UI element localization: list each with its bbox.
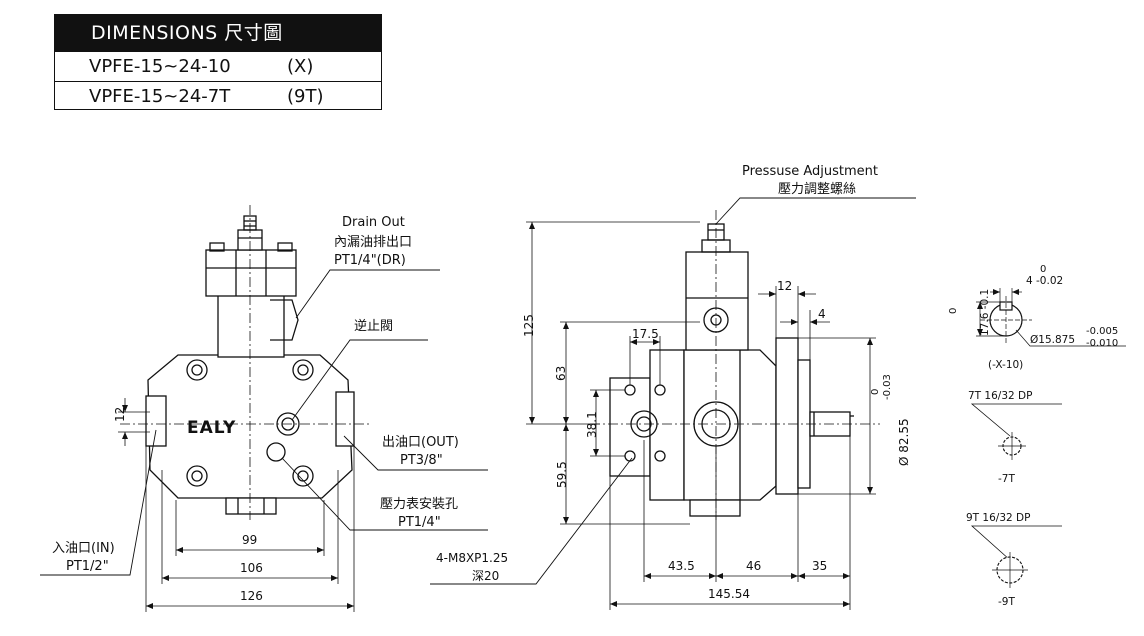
pressure-label-cn: 壓力調整螺絲 [778, 182, 856, 197]
bolt-spec-leader [430, 457, 633, 585]
spline-7t-detail [970, 403, 1062, 460]
inlet-leader [40, 429, 157, 576]
dim-diameter: Ø 82.55 [897, 418, 911, 466]
dim-99: 99 [242, 533, 257, 547]
dim-43-5: 43.5 [668, 559, 695, 573]
key-tol-main: 4 -0.02 [1026, 275, 1063, 287]
pressure-label-en: Pressuse Adjustment [742, 164, 878, 179]
dim-46: 46 [746, 559, 761, 573]
table-row: VPFE-15~24-7T (9T) [55, 81, 381, 111]
dim-12-front: 12 [113, 407, 127, 422]
drain-label-en: Drain Out [342, 215, 405, 230]
gauge-label: 壓力表安裝孔 [380, 497, 458, 512]
outlet-leader [343, 435, 488, 471]
model-code: VPFE-15~24-7T [89, 86, 231, 107]
dimensions-title-table: DIMENSIONS 尺寸圖 VPFE-15~24-10 (X) VPFE-15… [54, 14, 382, 110]
table-header: DIMENSIONS 尺寸圖 [55, 15, 381, 51]
dim-59-5: 59.5 [555, 461, 569, 488]
check-valve-leader [291, 339, 428, 421]
bottom-plug-side [689, 499, 741, 517]
bolt-head [292, 359, 314, 381]
dim-12-side: 12 [777, 279, 792, 293]
dia-tol-upper: -0.005 [1086, 326, 1118, 337]
spline-9t-caption: -9T [998, 596, 1015, 608]
spline-9t-leader [970, 525, 1062, 561]
shaft-diameter: Ø15.875 [1030, 334, 1075, 346]
outlet-spec: PT3/8" [400, 453, 443, 468]
inlet-label: 入油口(IN) [52, 541, 115, 556]
valve-column [217, 294, 285, 358]
gauge-leader [281, 457, 488, 531]
bolt-head [186, 359, 208, 381]
height-tol: 0 [948, 308, 959, 314]
check-valve-label: 逆止閥 [354, 318, 393, 334]
dim-35: 35 [812, 559, 827, 573]
dim-4: 4 [818, 307, 826, 321]
model-code: VPFE-15~24-10 [89, 56, 231, 77]
height-dim: 17.6 -0.1 [979, 289, 991, 336]
bolt-depth: 深20 [472, 569, 499, 583]
spline-9t-detail [970, 525, 1062, 588]
dim-125: 125 [522, 314, 536, 337]
diameter-leader [1015, 329, 1126, 347]
shaft-detail-labels: 0 4 -0.02 17.6 -0.1 0 Ø15.875 -0.005 -0.… [948, 264, 1118, 371]
pressure-adjust-leader [715, 197, 916, 225]
bolt-spec: 4-M8XP1.25 [436, 551, 508, 565]
dia-tol-lower: -0.010 [1086, 338, 1118, 349]
dim-tol-upper: 0 [870, 389, 881, 395]
drain-spec: PT1/4"(DR) [334, 253, 406, 268]
drain-label-cn: 內漏油排出口 [334, 234, 412, 250]
dim-63: 63 [554, 366, 568, 381]
bolt-head [292, 465, 314, 487]
front-view [40, 205, 488, 612]
front-view-labels: EALY Drain Out 內漏油排出口 PT1/4"(DR) 逆止閥 出油口… [52, 215, 459, 603]
dim-tol-lower: -0.03 [882, 374, 893, 400]
model-suffix: (X) [287, 56, 314, 77]
spline-9t-spec: 9T 16/32 DP [966, 512, 1030, 524]
spline-7t-caption: -7T [998, 473, 1015, 485]
side-view-labels: Pressuse Adjustment 壓力調整螺絲 4-M8XP1.25 深2… [436, 164, 911, 601]
compensator-side [685, 251, 749, 351]
shaft-detail [976, 288, 1126, 347]
spline-9t-labels: 9T 16/32 DP -9T [966, 512, 1030, 608]
outlet-label: 出油口(OUT) [382, 435, 459, 450]
dim-38-1: 38.1 [585, 411, 599, 438]
spline-7t-spec: 7T 16/32 DP [968, 390, 1032, 402]
inlet-flange [145, 395, 167, 447]
gauge-spec: PT1/4" [398, 515, 441, 530]
brand-logo: EALY [187, 418, 236, 438]
shaft-caption: (-X-10) [988, 359, 1023, 371]
dim-126: 126 [240, 589, 263, 603]
spline-7t-leader [970, 403, 1062, 437]
side-view [430, 197, 916, 610]
gauge-port [266, 442, 286, 462]
front-cover [775, 337, 799, 495]
bottom-plug [225, 497, 277, 515]
bolt-hole [654, 450, 666, 462]
bolt-head [186, 465, 208, 487]
outlet-flange [335, 391, 355, 447]
inlet-spec: PT1/2" [66, 559, 109, 574]
dim-106: 106 [240, 561, 263, 575]
spline-7t-labels: 7T 16/32 DP -7T [968, 390, 1032, 485]
model-suffix: (9T) [287, 86, 324, 107]
key-tol-upper: 0 [1040, 264, 1046, 275]
dim-17-5: 17.5 [632, 327, 659, 341]
table-row: VPFE-15~24-10 (X) [55, 51, 381, 81]
drain-leader [295, 269, 440, 319]
dim-145-54: 145.54 [708, 587, 750, 601]
compensator-block [205, 249, 297, 297]
